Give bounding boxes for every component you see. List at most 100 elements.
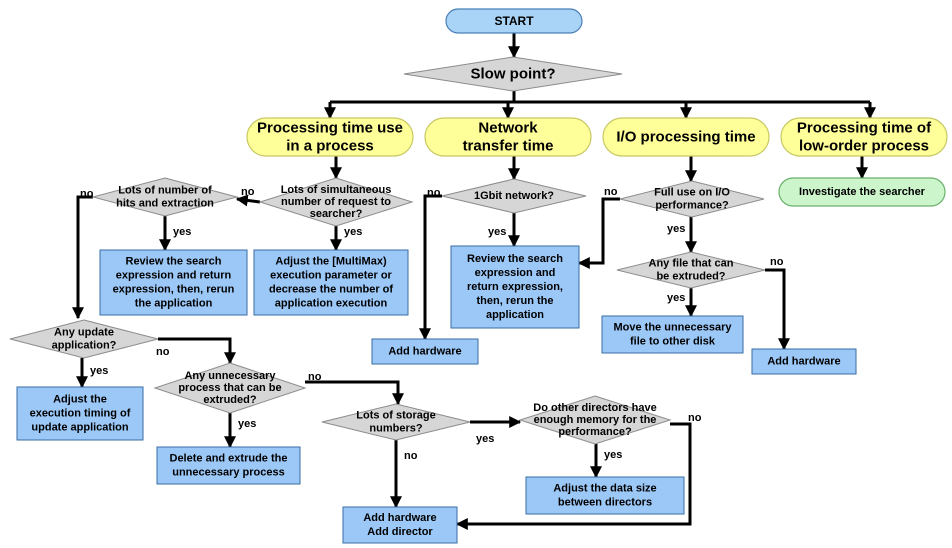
adjust-timing-action: Adjust the execution timing of update appl… (16, 386, 144, 441)
category-process-text: Processing time use (257, 120, 403, 137)
delete-extrude-action: Delete and extrude the unnecessary proces… (156, 446, 301, 485)
category-network-text: transfer time (463, 138, 554, 155)
slow-point-decision-text: Slow point? (471, 66, 556, 83)
add-hardware-io-action: Add hardware (751, 348, 857, 375)
lots-hits-decision-text: hits and extraction (116, 198, 214, 210)
yes-any-unnecessary-label: yes (238, 418, 256, 430)
review-search-network-action: Review the search expression and return ex… (450, 245, 580, 329)
move-file-action-text: file to other disk (630, 336, 716, 348)
category-low-order-text: low-order process (799, 138, 929, 155)
yes-gbit-label: yes (488, 226, 506, 238)
category-low-order-text: Processing time of (797, 120, 932, 137)
adjust-multimax-action-text: application execution (275, 298, 388, 310)
review-search-action-text: expression and return (116, 270, 232, 282)
move-file-action-text: Move the unnecessary (614, 322, 733, 334)
lots-hits-no-connector (72, 195, 93, 320)
other-directors-no-connector (455, 422, 692, 530)
add-hardware-network-action: Add hardware (371, 338, 479, 365)
edge-labels: yesnoyesnoyesnoyesnonoyesyesnoyesnoyesno… (80, 186, 784, 462)
any-unnecessary-decision-text: Any unnecessary (184, 370, 276, 382)
start-terminal-text: START (494, 14, 534, 28)
yes-lots-hits-label: yes (173, 226, 191, 238)
yes-other-directors-label: yes (604, 449, 622, 461)
other-directors-decision-text: performance? (558, 426, 632, 438)
yes-simultaneous-label: yes (344, 226, 362, 238)
slow-point-decision: Slow point? (403, 56, 623, 92)
lots-storage-decision-text: numbers? (369, 423, 422, 435)
review-search-action-text: expression, then, rerun (113, 284, 235, 296)
review-search-network-action-text: Review the search (467, 253, 563, 265)
investigate-searcher: Investigate the searcher (778, 177, 946, 207)
adjust-timing-action-text: update application (31, 422, 128, 434)
start-terminal: START (445, 8, 583, 34)
simultaneous-decision-text: searcher? (310, 208, 363, 220)
yes-any-update-label: yes (90, 365, 108, 377)
no-any-file-label: no (770, 256, 784, 268)
add-hw-director-action-text: Add hardware (363, 512, 436, 524)
any-file-decision-text: be extruded? (656, 271, 725, 283)
review-search-network-action-text: expression and (475, 267, 556, 279)
lots-hits-decision-text: Lots of number of (118, 185, 212, 197)
add-hw-director-action-text: Add director (367, 526, 433, 538)
no-full-use-label: no (604, 186, 618, 198)
move-file-action: Move the unnecessary file to other disk (601, 315, 744, 354)
category-network-text: Network (478, 120, 538, 137)
gbit-no-connector (419, 194, 442, 341)
no-any-unnecessary-label: no (308, 371, 322, 383)
yes-full-use-label: yes (667, 223, 685, 235)
yes-lots-storage-label: yes (476, 433, 494, 445)
adjust-multimax-action-text: execution parameter or (270, 270, 392, 282)
adjust-multimax-action: Adjust the [MultiMax) execution parameter… (253, 249, 409, 316)
no-other-directors-label: no (688, 412, 702, 424)
no-simultaneous-label: no (241, 186, 255, 198)
review-search-network-action-text: return expression, (467, 281, 563, 293)
any-unnecessary-decision-text: process that can be (178, 382, 281, 394)
add-hardware-network-action-text: Add hardware (388, 346, 461, 358)
category-process-text: in a process (286, 138, 374, 155)
lots-storage-decision-text: Lots of storage (356, 410, 435, 422)
add-hardware-io-action-text: Add hardware (767, 356, 840, 368)
delete-extrude-action-text: unnecessary process (172, 467, 285, 479)
any-file-decision-text: Any file that can (649, 258, 734, 270)
category-io-text: I/O processing time (616, 129, 755, 146)
review-search-action-text: Review the search (126, 256, 222, 268)
connectors (72, 33, 876, 530)
other-directors-decision-text: Do other directors have (533, 402, 656, 414)
adjust-data-size-action-text: between directors (558, 497, 652, 509)
full-use-decision-text: performance? (655, 200, 729, 212)
any-unnecessary-no-connector (305, 380, 404, 406)
any-update-no-connector (158, 337, 236, 365)
yes-any-file-label: yes (667, 292, 685, 304)
adjust-multimax-action-text: Adjust the [MultiMax) (275, 256, 387, 268)
delete-extrude-action-text: Delete and extrude the (170, 453, 288, 465)
no-any-update-label: no (156, 346, 170, 358)
adjust-timing-action-text: execution timing of (30, 408, 131, 420)
review-search-network-action-text: application (486, 309, 544, 321)
full-use-decision-text: Full use on I/O (654, 187, 730, 199)
review-search-network-action-text: then, rerun the (476, 295, 553, 307)
adjust-multimax-action-text: decrease the number of (269, 284, 393, 296)
adjust-timing-action-text: Adjust the (53, 394, 107, 406)
review-search-action-text: the application (135, 298, 213, 310)
any-update-decision-text: application? (52, 340, 117, 352)
simultaneous-no-connector (235, 194, 261, 207)
simultaneous-decision-text: number of request to (281, 196, 391, 208)
no-lots-hits-label: no (80, 188, 94, 200)
any-update-decision-text: Any update (54, 327, 114, 339)
review-search-action: Review the search expression and return ex… (99, 249, 248, 316)
any-file-no-connector (765, 268, 790, 351)
simultaneous-decision-text: Lots of simultaneous (281, 184, 392, 196)
